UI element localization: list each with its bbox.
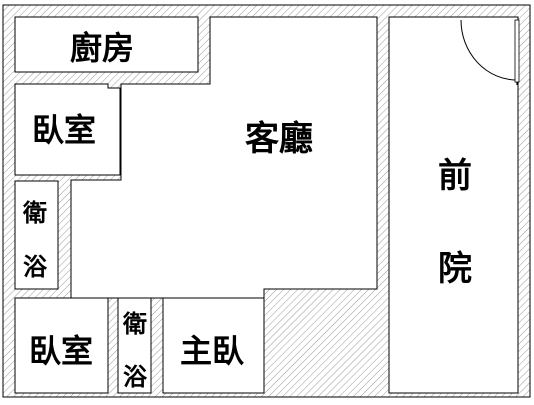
bath-lower-label-line2: 浴 bbox=[123, 363, 148, 391]
bath-lower-label-line1: 衛 bbox=[122, 310, 147, 338]
living-room-label: 客廳 bbox=[245, 119, 313, 159]
walls bbox=[2, 4, 531, 398]
kitchen-label: 廚房 bbox=[70, 29, 134, 67]
front-yard-label-line2: 院 bbox=[438, 249, 472, 289]
master-bedroom-label: 主臥 bbox=[180, 332, 244, 370]
bath-left-label-line1: 衛 bbox=[22, 199, 47, 227]
bedroom-lower-label: 臥室 bbox=[29, 332, 93, 370]
bedroom-upper-label: 臥室 bbox=[32, 111, 96, 149]
bath-left-label-line2: 浴 bbox=[23, 253, 48, 281]
door-swing bbox=[460, 19, 520, 85]
front-yard-label-line1: 前 bbox=[438, 156, 472, 196]
